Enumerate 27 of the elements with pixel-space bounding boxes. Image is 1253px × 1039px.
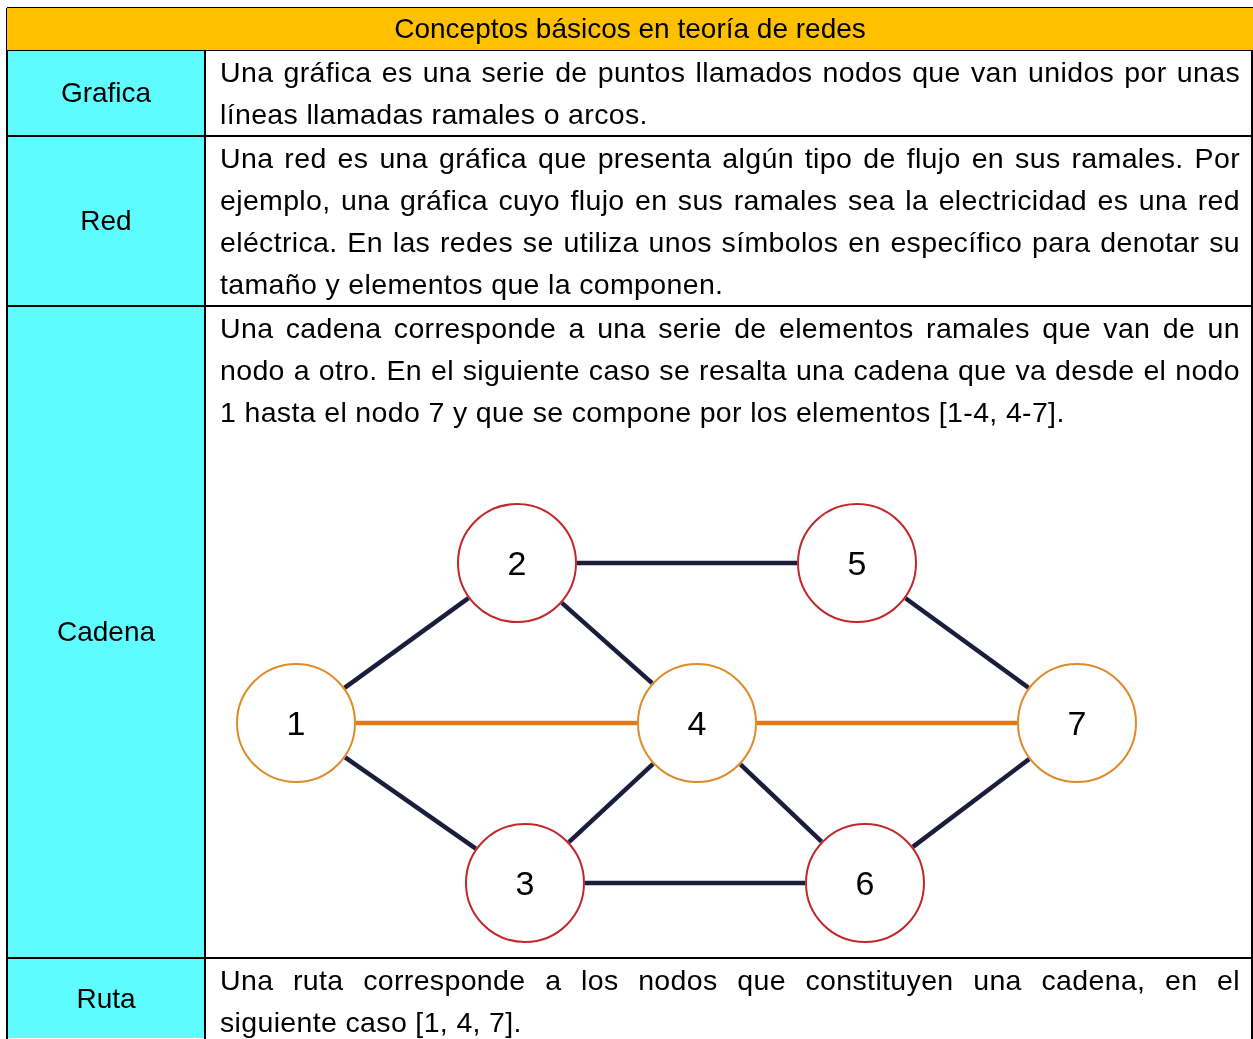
graph-edge <box>567 762 655 844</box>
term-cell: Grafica <box>8 51 204 135</box>
graph-edge <box>911 757 1031 849</box>
graph-edge <box>904 596 1030 690</box>
graph-edge <box>343 755 478 851</box>
graph-edge <box>577 560 797 566</box>
graph-node: 5 <box>797 503 917 623</box>
definition-text: Una gráfica es una serie de puntos llamados nodos que van unidos por unas líneas llamadas ramales o arcos. <box>220 55 1240 132</box>
graph-node: 3 <box>465 823 585 943</box>
term-cell: Ruta <box>8 959 204 1038</box>
term-cell: Red <box>8 137 204 305</box>
term-cell: Cadena <box>8 307 204 957</box>
definition-text: Una ruta corresponde a los nodos que constituyen una cadena, en el siguiente caso [1, 4, 7]. <box>220 963 1240 1039</box>
graph-node: 7 <box>1017 663 1137 783</box>
graph-edge <box>585 880 805 886</box>
graph-edge <box>343 596 470 690</box>
graph-edge <box>738 762 824 844</box>
definition-text: Una red es una gráfica que presenta algún tipo de flujo en sus ramales. Por ejemplo, una gráfica cuyo flujo en sus ramales sea la electricidad es una red eléctrica. En las redes se utiliza unos símbolos en específico para denotar su tamaño y elementos que la componen. <box>220 141 1240 302</box>
graph-edge <box>356 720 637 726</box>
graph-node: 4 <box>637 663 757 783</box>
graph-node: 2 <box>457 503 577 623</box>
table-title: Conceptos básicos en teoría de redes <box>7 8 1253 50</box>
graph-edge <box>757 720 1017 726</box>
graph-edge <box>560 601 654 685</box>
graph-node: 1 <box>236 663 356 783</box>
graph-node: 6 <box>805 823 925 943</box>
definition-text: Una cadena corresponde a una serie de elementos ramales que van de un nodo a otro. En el siguiente caso se resalta una cadena que va desde el nodo 1 hasta el nodo 7 y que se compone por los elementos [1-4, 4-7]. <box>220 311 1240 430</box>
